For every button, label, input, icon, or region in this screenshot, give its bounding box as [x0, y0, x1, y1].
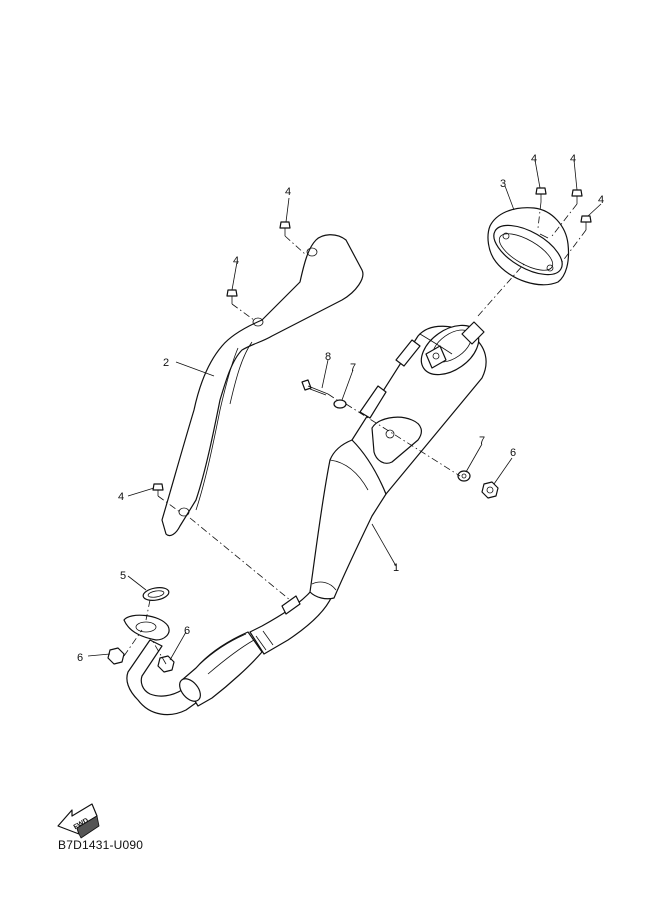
callout-4-cap-1: 4: [531, 153, 537, 165]
callout-2: 2: [163, 357, 169, 369]
callout-7-left: 7: [350, 362, 356, 374]
callout-6-bracket: 6: [510, 447, 516, 459]
callouts: 1 2 3 4 4 4 4 4 4 5 6 6 6 7 7 8: [77, 153, 604, 664]
callout-7-right: 7: [479, 435, 485, 447]
fwd-arrow-icon: FWD: [57, 803, 100, 839]
leader-lines: [87, 159, 602, 661]
callout-4-cap-3: 4: [598, 194, 604, 206]
callout-4-protector-top: 4: [285, 186, 291, 198]
callout-6-left: 6: [77, 652, 83, 664]
alignment-lines: [123, 201, 587, 665]
heat-protector: [161, 234, 364, 537]
callout-5: 5: [120, 570, 126, 582]
diagram-code: B7D1431-U090: [58, 838, 144, 852]
exhaust-pipe-assembly: [126, 321, 487, 716]
callout-1: 1: [393, 562, 399, 574]
callout-4-protector-low: 4: [118, 491, 124, 503]
muffler-cap: [487, 207, 570, 286]
callout-3: 3: [500, 178, 506, 190]
gasket: [142, 587, 170, 601]
callout-6-right: 6: [184, 625, 190, 637]
callout-4-cap-2: 4: [570, 153, 576, 165]
washers-and-bolt: [301, 379, 471, 482]
bolts: [152, 187, 592, 496]
callout-8: 8: [325, 351, 331, 363]
callout-4-protector-mid: 4: [233, 255, 239, 267]
